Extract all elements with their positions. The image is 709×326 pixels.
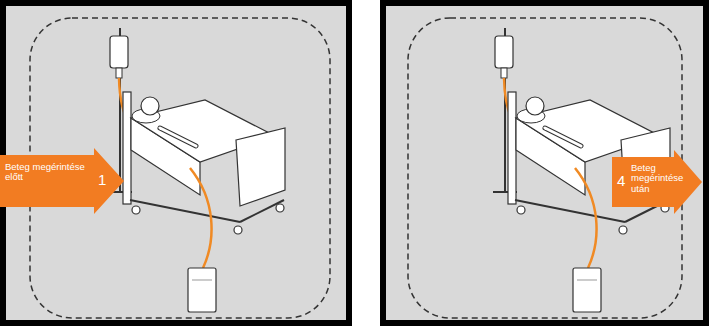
bed-frame — [130, 200, 240, 222]
moment-number: 1 — [98, 172, 106, 189]
arrow-label: Beteg megérintése előtt — [5, 162, 85, 183]
patient-bed-scene — [108, 28, 285, 312]
headboard — [123, 92, 131, 204]
moment-number: 4 — [617, 173, 625, 190]
panel-frame — [383, 3, 706, 323]
bed-wheel — [276, 204, 284, 212]
panel-frame — [3, 3, 349, 323]
footboard — [236, 128, 285, 206]
patient-arm — [160, 128, 196, 146]
direction-arrow: Beteg megérintése előtt 1 — [0, 148, 124, 214]
urine-bag-mark — [192, 280, 212, 281]
iv-bag — [110, 36, 128, 68]
direction-arrow: Beteg megérintése után 4 — [612, 150, 702, 214]
bed-wheel — [234, 226, 242, 234]
bed-frame — [240, 200, 284, 222]
arrow-fill — [612, 150, 702, 214]
arrow-fill — [0, 148, 124, 214]
arrow-label: Beteg megérintése után — [631, 163, 693, 194]
patient-arm — [160, 128, 196, 146]
urine-bag — [188, 268, 216, 312]
drip-chamber — [116, 68, 122, 78]
catheter-tube — [190, 168, 212, 268]
bed-wheel — [132, 206, 140, 214]
patient-head — [141, 97, 159, 115]
